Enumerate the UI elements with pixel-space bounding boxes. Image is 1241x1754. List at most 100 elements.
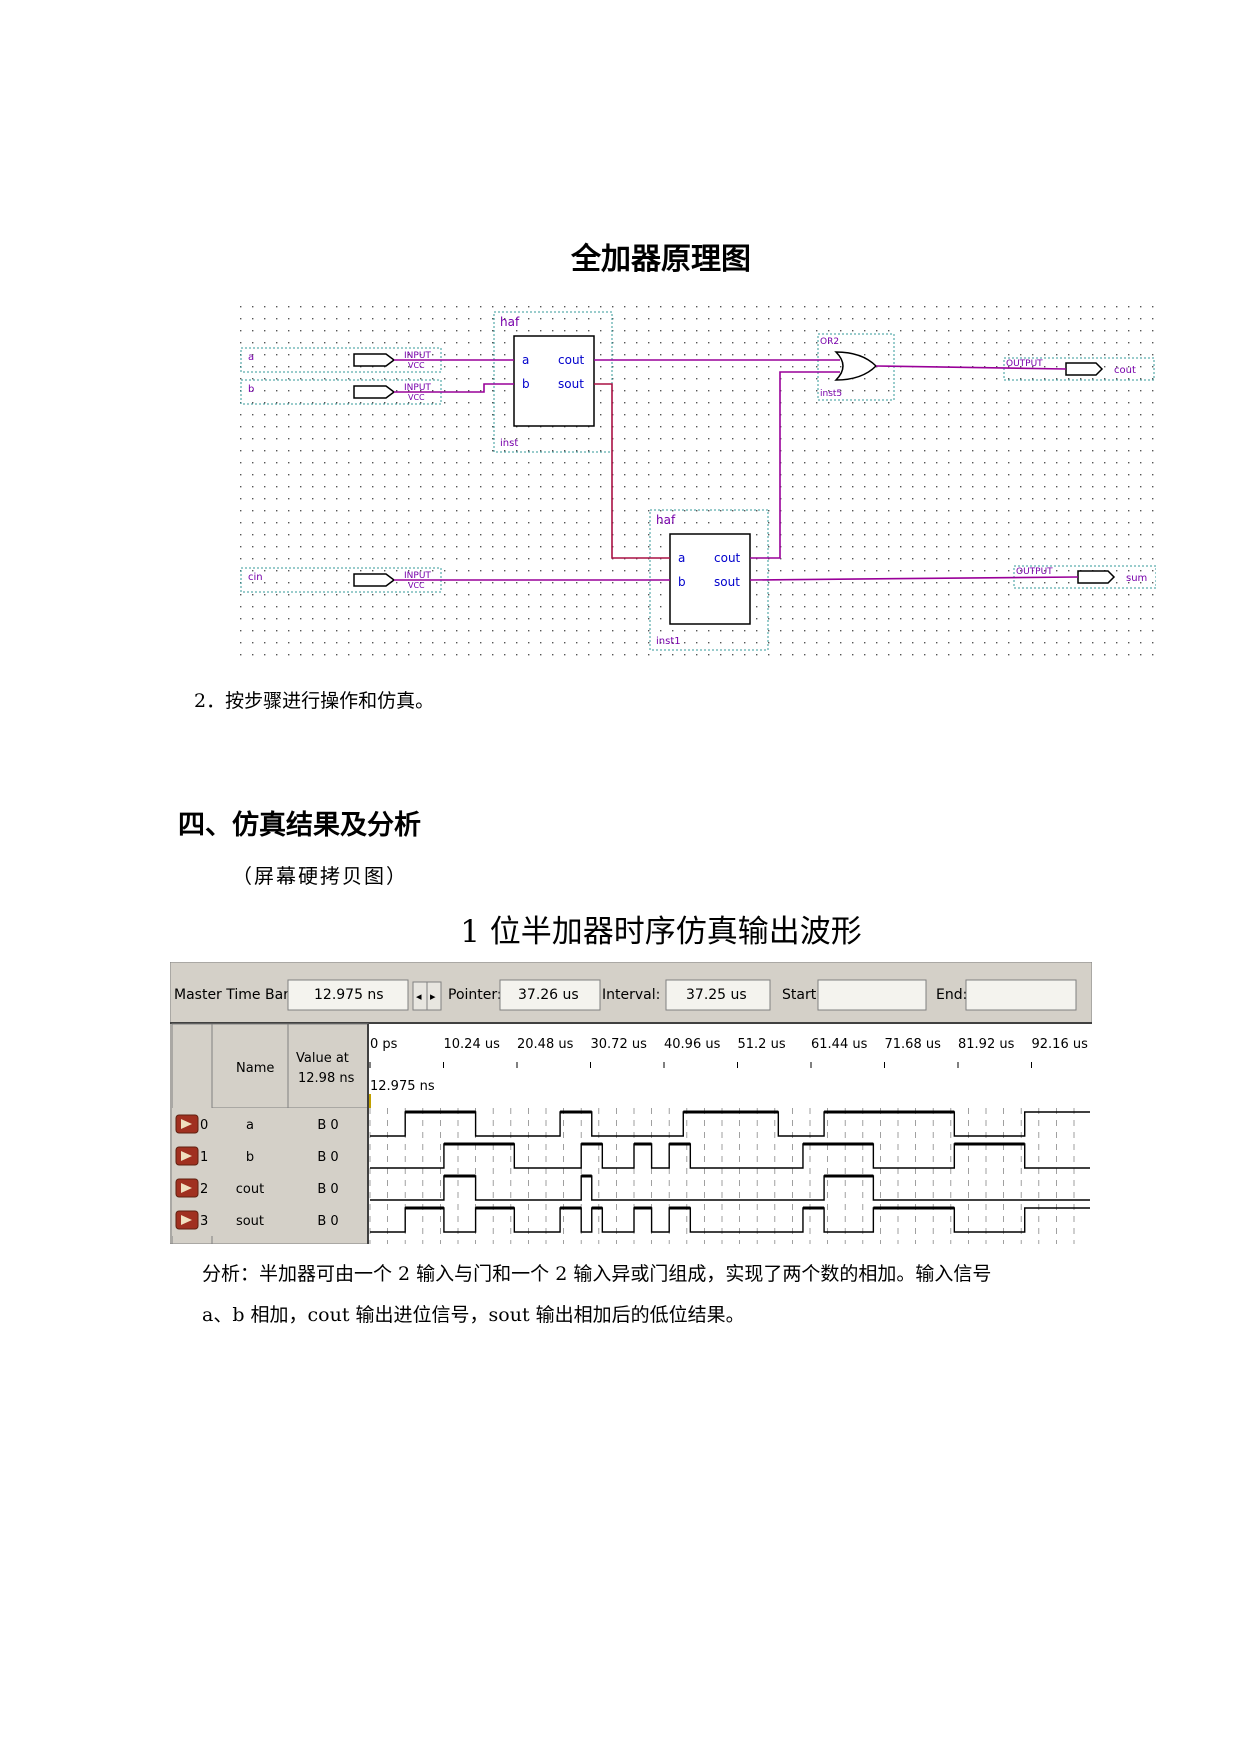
chevron-right-icon: ▸ [430, 990, 436, 1003]
analysis-line-1: 分析：半加器可由一个 2 输入与门和一个 2 输入异或门组成，实现了两个数的相加… [202, 1263, 992, 1285]
signal-index: 3 [200, 1214, 208, 1229]
signal-name[interactable]: a [246, 1118, 254, 1133]
name-column-header: Name [236, 1061, 274, 1076]
interval-value: 37.25 us [686, 987, 747, 1003]
input-pin-cin-label: cin [248, 572, 263, 583]
pointer-value: 37.26 us [518, 987, 579, 1003]
input-pin-cin[interactable]: cin INPUT VCC [240, 567, 442, 593]
schematic-wires [394, 359, 1079, 581]
svg-text:INPUT: INPUT [404, 351, 431, 361]
time-tick-label: 61.44 us [811, 1037, 868, 1052]
svg-text:INPUT: INPUT [404, 571, 431, 581]
svg-text:OUTPUT: OUTPUT [1006, 359, 1043, 369]
signal-row [172, 1172, 368, 1204]
signal-index: 2 [200, 1182, 208, 1197]
time-toolbar: Master Time Bar: 12.975 ns ◂ ▸ Pointer: … [174, 979, 1077, 1011]
svg-text:a: a [522, 353, 529, 367]
waveform-editor: Master Time Bar: 12.975 ns ◂ ▸ Pointer: … [170, 962, 1092, 1244]
interval-field[interactable] [665, 979, 771, 1011]
svg-text:VCC: VCC [408, 581, 425, 590]
svg-text:inst1: inst1 [656, 636, 681, 647]
signal-name[interactable]: sout [236, 1214, 264, 1229]
signal-index: 1 [200, 1150, 208, 1165]
svg-text:VCC: VCC [408, 393, 425, 402]
signal-value: B 0 [317, 1150, 338, 1165]
output-pin-icon [175, 1210, 199, 1230]
svg-text:sout: sout [558, 377, 584, 391]
svg-text:b: b [678, 575, 686, 589]
signal-row [172, 1204, 368, 1236]
value-column-header-2: 12.98 ns [298, 1071, 355, 1086]
svg-text:sum: sum [1126, 573, 1147, 584]
waveform-a [370, 1111, 1090, 1137]
time-tick-label: 10.24 us [444, 1037, 501, 1052]
signal-index: 0 [200, 1118, 208, 1133]
output-pin-cout[interactable]: OUTPUT cout [1003, 357, 1155, 381]
signal-name[interactable]: b [246, 1150, 254, 1165]
svg-text:OUTPUT: OUTPUT [1016, 567, 1053, 577]
signal-name[interactable]: cout [236, 1182, 264, 1197]
svg-text:sout: sout [714, 575, 740, 589]
time-ruler: 0 ps 10.24 us 20.48 us 30.72 us 40.96 us 51.2… [369, 1037, 1089, 1068]
signal-row [172, 1108, 368, 1140]
half-adder-inst1[interactable]: haf a b cout sout inst1 [649, 509, 769, 651]
signal-value: B 0 [317, 1118, 338, 1133]
time-tick-label: 71.68 us [885, 1037, 942, 1052]
time-tick-label: 40.96 us [664, 1037, 721, 1052]
full-adder-schematic: a INPUT VCC b INPUT VCC cin INPUT VCC ha… [240, 306, 1156, 656]
master-time-bar-field[interactable] [287, 979, 409, 1011]
svg-text:a: a [678, 551, 685, 565]
signal-value: B 0 [317, 1214, 338, 1229]
waveform-sout [370, 1207, 1090, 1233]
chevron-left-icon: ◂ [416, 990, 422, 1003]
input-pin-icon [175, 1114, 199, 1134]
signal-row [172, 1140, 368, 1172]
time-tick-label: 20.48 us [517, 1037, 574, 1052]
interval-label: Interval: [602, 987, 660, 1003]
time-tick-label: 81.92 us [958, 1037, 1015, 1052]
svg-text:cout: cout [1114, 365, 1136, 376]
signal-value: B 0 [317, 1182, 338, 1197]
schematic-title: 全加器原理图 [571, 242, 751, 277]
or2-gate[interactable]: OR2 inst5 [817, 333, 895, 401]
end-label: End: [936, 987, 967, 1003]
pointer-field[interactable] [499, 979, 601, 1011]
start-label: Start: [782, 987, 821, 1003]
half-adder-inst[interactable]: haf a b cout sout inst [493, 311, 613, 453]
value-column-header-1: Value at [296, 1051, 349, 1066]
svg-text:OR2: OR2 [820, 337, 839, 347]
pointer-label: Pointer: [448, 987, 502, 1003]
start-field[interactable] [817, 979, 927, 1011]
waveform-b [370, 1143, 1090, 1169]
output-pin-icon [175, 1178, 199, 1198]
input-pin-icon [175, 1146, 199, 1166]
section-heading: 四、仿真结果及分析 [178, 810, 421, 841]
waveforms [370, 1110, 1090, 1233]
master-time-bar-label: Master Time Bar: [174, 987, 293, 1003]
svg-text:b: b [522, 377, 530, 391]
time-tick-label: 0 ps [370, 1037, 398, 1052]
time-tick-label: 92.16 us [1032, 1037, 1089, 1052]
time-tick-label: 51.2 us [738, 1037, 786, 1052]
svg-text:inst5: inst5 [820, 389, 842, 399]
master-time-bar-value: 12.975 ns [314, 987, 384, 1003]
waveform-title: 1 位半加器时序仿真输出波形 [460, 914, 862, 950]
svg-text:INPUT: INPUT [404, 383, 431, 393]
hardcopy-note: （屏幕硬拷贝图） [232, 864, 408, 888]
analysis-line-2: a、b 相加，cout 输出进位信号，sout 输出相加后的低位结果。 [202, 1304, 745, 1326]
analysis-paragraph: 分析：半加器可由一个 2 输入与门和一个 2 输入异或门组成，实现了两个数的相加… [202, 1254, 1092, 1336]
svg-text:VCC: VCC [408, 361, 425, 370]
svg-text:cout: cout [558, 353, 585, 367]
svg-text:cout: cout [714, 551, 741, 565]
input-pin-b-label: b [248, 384, 254, 395]
svg-text:haf: haf [500, 315, 520, 329]
svg-text:inst: inst [500, 438, 518, 449]
time-tick-label: 30.72 us [591, 1037, 648, 1052]
time-bar-right-button[interactable] [426, 981, 442, 1011]
step-note: 2．按步骤进行操作和仿真。 [194, 690, 435, 712]
waveform-grid [369, 1108, 1075, 1244]
end-field[interactable] [965, 979, 1077, 1011]
svg-text:haf: haf [656, 513, 676, 527]
input-pin-a-label: a [248, 352, 254, 363]
signal-rows: 0 a B 0 1 b B 0 2 cout B 0 3 sout B 0 [172, 1108, 368, 1236]
